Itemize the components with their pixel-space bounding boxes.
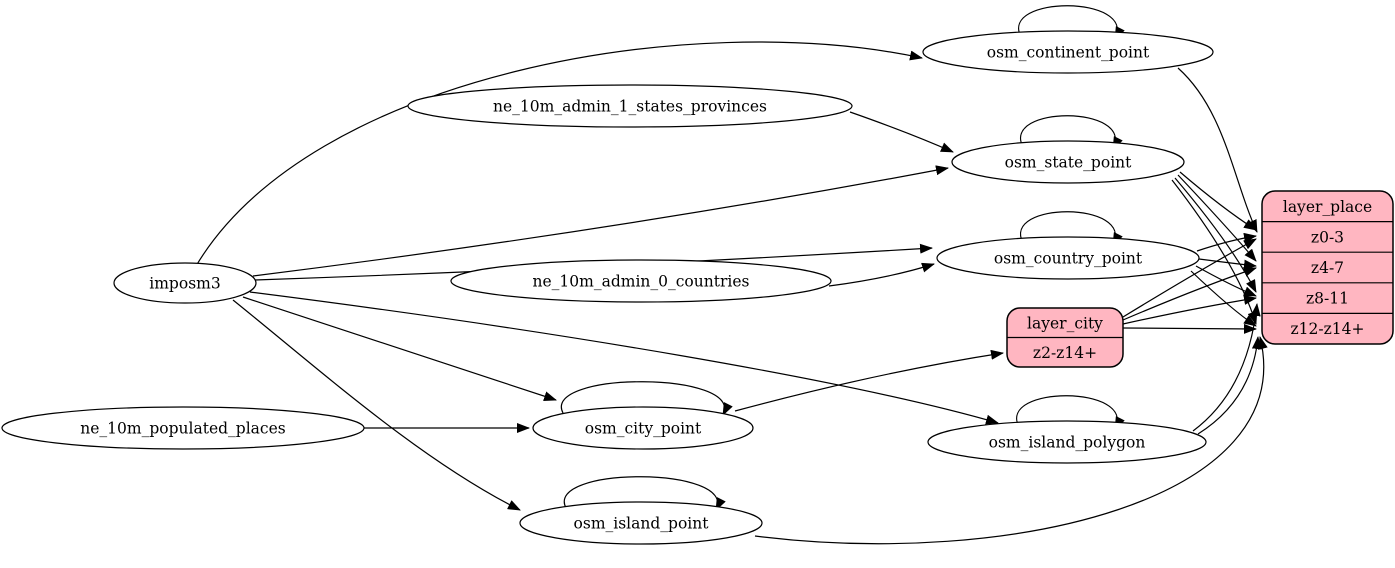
layer-place-row-z12-z14+: z12-z14+ bbox=[1290, 320, 1364, 338]
node-osm-island-polygon: osm_island_polygon bbox=[927, 395, 1207, 464]
edge-osm-island-polygon-layer-place-z12-z14+ bbox=[1197, 336, 1262, 435]
self-loop-osm-state-point bbox=[1020, 115, 1123, 150]
edge-osm-state-point-layer-place-z4-7 bbox=[1177, 174, 1257, 262]
node-osm-island-point: osm_island_point bbox=[519, 476, 763, 545]
osm-island-polygon-label: osm_island_polygon bbox=[989, 434, 1146, 452]
osm-island-point-shape bbox=[519, 501, 763, 545]
layer-place-shape bbox=[1261, 190, 1394, 345]
osm-country-point-shape bbox=[936, 236, 1200, 280]
self-loop-osm-country-point bbox=[1020, 211, 1123, 246]
layer-city-row-z2-z14+: z2-z14+ bbox=[1033, 344, 1097, 362]
osm-city-point-label: osm_city_point bbox=[585, 420, 702, 438]
ne-10m-admin-1-states-provinces-label: ne_10m_admin_1_states_provinces bbox=[493, 98, 767, 116]
node-layer-city: layer_city z2-z14+ bbox=[1006, 307, 1124, 368]
ne-10m-admin-0-countries-label: ne_10m_admin_0_countries bbox=[533, 273, 750, 291]
edge-ne-10m-admin-0-countries-osm-country-point bbox=[828, 262, 935, 287]
ne-10m-admin-0-countries-shape bbox=[450, 259, 832, 303]
edge-osm-state-point-layer-place-z0-3 bbox=[1179, 171, 1257, 231]
node-osm-state-point: osm_state_point bbox=[951, 115, 1185, 184]
node-imposm3: imposm3 bbox=[113, 262, 257, 304]
self-loop-osm-city-point bbox=[560, 381, 733, 416]
node-ne-10m-admin-1-states-provinces: ne_10m_admin_1_states_provinces bbox=[407, 84, 853, 128]
osm-continent-point-shape bbox=[922, 30, 1214, 74]
ne-10m-populated-places-shape bbox=[1, 406, 365, 450]
edge-osm-city-point-layer-city-z2-z14+ bbox=[734, 349, 1004, 412]
self-loop-osm-island-point bbox=[563, 476, 726, 511]
edge-osm-island-polygon-layer-place-z8-11 bbox=[1192, 303, 1261, 432]
edge-osm-continent-point-layer-place-z0-3 bbox=[1177, 67, 1258, 233]
osm-country-point-label: osm_country_point bbox=[994, 250, 1143, 268]
node-ne-10m-admin-0-countries: ne_10m_admin_0_countries bbox=[450, 259, 832, 303]
osm-island-polygon-shape bbox=[927, 420, 1207, 464]
edge-layer-city-layer-place-z12-z14+ bbox=[1122, 323, 1257, 334]
node-layer-place: layer_place z0-3 z4-7 z8-11 z12-z14+ bbox=[1261, 190, 1394, 345]
edge-osm-country-point-layer-place-z12-z14+ bbox=[1190, 270, 1257, 327]
edge-osm-country-point-layer-place-z8-11 bbox=[1195, 265, 1257, 297]
layer-city-header: layer_city bbox=[1027, 314, 1103, 332]
osm-island-point-label: osm_island_point bbox=[574, 515, 710, 533]
layer-place-row-z0-3: z0-3 bbox=[1311, 228, 1344, 246]
self-loop-osm-island-polygon bbox=[1016, 395, 1125, 430]
edge-imposm3-osm-state-point bbox=[252, 165, 949, 277]
self-loop-osm-continent-point bbox=[1018, 5, 1125, 40]
imposm3-shape bbox=[113, 262, 257, 304]
edge-osm-island-point-layer-place-z12-z14+ bbox=[754, 336, 1268, 545]
osm-state-point-shape bbox=[951, 140, 1185, 184]
edge-osm-state-point-layer-place-z8-11 bbox=[1174, 177, 1257, 293]
edge-imposm3-osm-island-point bbox=[232, 299, 521, 511]
osm-state-point-label: osm_state_point bbox=[1005, 154, 1133, 172]
edge-layer-city-layer-place-z0-3 bbox=[1122, 238, 1257, 318]
node-ne-10m-populated-places: ne_10m_populated_places bbox=[1, 406, 365, 450]
edge-imposm3-osm-city-point bbox=[242, 296, 557, 401]
layer-place-row-z8-11: z8-11 bbox=[1306, 290, 1349, 308]
node-osm-country-point: osm_country_point bbox=[936, 211, 1200, 280]
imposm3-label: imposm3 bbox=[149, 275, 220, 293]
edge-layer-city-layer-place-z4-7 bbox=[1122, 267, 1257, 321]
osm-continent-point-label: osm_continent_point bbox=[987, 44, 1150, 62]
edge-osm-country-point-layer-place-z4-7 bbox=[1198, 258, 1257, 270]
edge-imposm3-osm-island-polygon bbox=[249, 291, 999, 425]
osm-city-point-shape bbox=[532, 406, 754, 450]
layer-place-header: layer_place bbox=[1283, 198, 1372, 216]
node-osm-city-point: osm_city_point bbox=[532, 381, 754, 450]
ne-10m-populated-places-label: ne_10m_populated_places bbox=[80, 420, 285, 438]
edge-imposm3-osm-continent-point bbox=[195, 41, 923, 267]
edge-osm-country-point-layer-place-z0-3 bbox=[1196, 232, 1257, 252]
layer-place-row-z4-7: z4-7 bbox=[1311, 259, 1344, 277]
edge-layer-city-layer-place-z8-11 bbox=[1122, 295, 1257, 325]
ne-10m-admin-1-states-provinces-shape bbox=[407, 84, 853, 128]
node-osm-continent-point: osm_continent_point bbox=[922, 5, 1214, 74]
edge-ne-10m-admin-1-states-provinces-osm-state-point bbox=[849, 111, 954, 153]
